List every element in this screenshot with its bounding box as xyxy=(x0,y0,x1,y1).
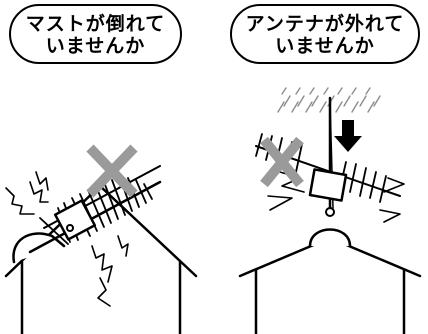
right-dome-mount xyxy=(308,228,352,248)
right-cross-icon xyxy=(260,136,304,188)
caption-text-antenna: アンテナが外れて いませんか xyxy=(232,13,418,57)
left-illustration xyxy=(4,165,198,334)
down-arrow-icon xyxy=(334,120,362,152)
caption-line2: いませんか xyxy=(275,35,375,57)
caption-line1: マストが倒れて xyxy=(25,13,166,35)
caption-line1: アンテナが外れて xyxy=(245,13,405,35)
caption-bubble-antenna: アンテナが外れて いませんか xyxy=(230,4,420,64)
caption-bubble-mast: マストが倒れて いませんか xyxy=(9,4,182,64)
left-house xyxy=(4,184,198,334)
left-cross-icon xyxy=(86,144,138,198)
caption-line2: いませんか xyxy=(45,35,146,57)
left-antenna-box xyxy=(53,199,97,241)
caption-text-mast: マストが倒れて いませんか xyxy=(11,13,180,57)
right-antenna-box xyxy=(308,168,348,202)
right-illustration xyxy=(238,87,422,334)
left-fallen-mast xyxy=(28,180,162,254)
right-rain xyxy=(277,87,381,113)
left-shake-marks xyxy=(5,171,129,307)
right-house xyxy=(238,236,422,334)
